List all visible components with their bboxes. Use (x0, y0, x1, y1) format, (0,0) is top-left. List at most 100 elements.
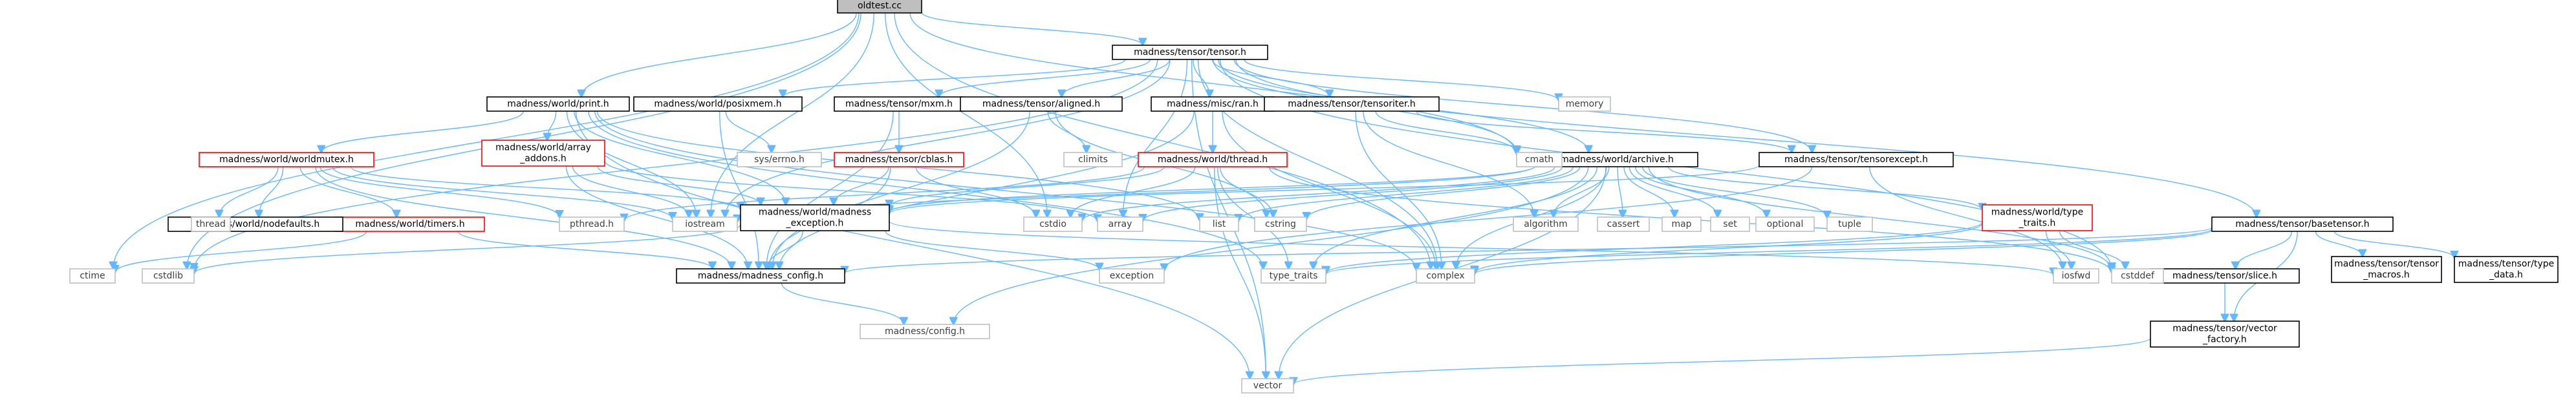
node-list: list (1199, 216, 1239, 232)
node-cstring: cstring (1254, 216, 1307, 232)
edge-madness_exception_h-to-exception (885, 230, 1099, 270)
node-label: optional (1767, 219, 1804, 229)
node-box (1264, 96, 1440, 112)
node-label: cassert (1607, 219, 1640, 229)
node-label: madness/world/madness (759, 207, 871, 218)
edge-thread_h-to-cstdio (1070, 166, 1196, 217)
edge-worldmutex_h-to-madness_config_h (315, 166, 731, 269)
node-print-h[interactable]: madness/world/print.h (486, 96, 630, 112)
edge-archive_h-to-set (1629, 166, 1718, 217)
edge-tensorexcept_h-to-exception (1164, 166, 1813, 271)
edge-oldtest-to-tensor_h (921, 12, 1143, 45)
node-box (486, 96, 630, 112)
edge-posixmem_h-to-errno_h (725, 111, 772, 153)
edge-basetensor_h-to-slice_h (2236, 231, 2293, 269)
node-worldmutex-h[interactable]: madness/world/worldmutex.h (199, 152, 374, 167)
node-label: oldtest.cc (858, 1, 902, 11)
edge-oldtest-to-cmath (909, 12, 1517, 154)
node-box (633, 96, 803, 112)
node-mxm-h[interactable]: madness/tensor/mxm.h (834, 96, 964, 112)
node-type-traits: type_traits (1261, 268, 1326, 284)
node-label: vector (1253, 381, 1283, 391)
node-cmath: cmath (1516, 152, 1563, 167)
node-label: map (1671, 219, 1691, 229)
node-tensor-h[interactable]: madness/tensor/tensor.h (1112, 45, 1268, 60)
node-tensoriter-h[interactable]: madness/tensor/tensoriter.h (1264, 96, 1440, 112)
node-box (960, 96, 1123, 112)
node-map: map (1661, 216, 1702, 232)
edge-basetensor_h-to-madness_config_h (845, 227, 2213, 273)
node-label: list (1213, 219, 1226, 229)
node-box (1759, 152, 1954, 167)
node-optional: optional (1755, 216, 1815, 232)
node-tensorexcept-h[interactable]: madness/tensor/tensorexcept.h (1759, 152, 1954, 167)
node-vector-factory-h[interactable]: madness/tensor/vector_factory.h (2150, 321, 2300, 348)
node-config-h: madness/config.h (860, 324, 990, 339)
edge-timers_h-to-madness_config_h (457, 231, 713, 269)
node-box (2454, 256, 2559, 283)
node-posixmem-h[interactable]: madness/world/posixmem.h (633, 96, 803, 112)
node-thread-h[interactable]: madness/world/thread.h (1138, 152, 1288, 167)
node-label: madness/tensor/aligned.h (982, 99, 1100, 109)
node-label: madness/world/archive.h (1560, 154, 1674, 165)
node-box (2331, 256, 2442, 283)
node-archive-h[interactable]: madness/world/archive.h (1535, 152, 1698, 167)
node-label: sys/errno.h (754, 154, 805, 165)
node-basetensor-h[interactable]: madness/tensor/basetensor.h (2211, 216, 2394, 232)
node-box (2150, 321, 2300, 348)
node-label: _macros.h (2363, 270, 2410, 280)
node-tensor-macros-h[interactable]: madness/tensor/tensor_macros.h (2331, 256, 2442, 283)
dependency-edges (113, 12, 2454, 384)
edge-tensoriter_h-to-complex (1355, 111, 1442, 269)
node-oldtest[interactable]: oldtest.cc (837, 0, 922, 14)
node-thread: thread (191, 216, 231, 232)
node-box (1416, 268, 1475, 284)
edge-tensoriter_h-to-algorithm (1363, 111, 1535, 217)
node-label: madness/world/type (1991, 207, 2083, 218)
node-array-addons-h[interactable]: madness/world/array_addons.h (481, 140, 605, 167)
node-slice-h[interactable]: madness/tensor/slice.h (2150, 268, 2300, 284)
node-label: _data.h (2489, 270, 2523, 280)
node-box (1710, 216, 1750, 232)
edge-thread_h-to-madness_exception_h (889, 166, 1165, 207)
node-complex: complex (1416, 268, 1475, 284)
node-label: madness/tensor/tensoriter.h (1288, 99, 1416, 109)
node-timers-h[interactable]: madness/world/timers.h (335, 216, 485, 232)
node-label: madness/world/worldmutex.h (219, 154, 354, 165)
node-label: madness/world/timers.h (355, 219, 464, 229)
edge-print_h-to-iostream (566, 111, 696, 217)
node-tuple: tuple (1826, 216, 1873, 232)
edge-vector_factory_h-to-vector (1293, 337, 2151, 384)
node-type-traits-h[interactable]: madness/world/type_traits.h (1982, 204, 2093, 231)
node-label: cmath (1525, 154, 1553, 165)
node-type-data-h[interactable]: madness/tensor/type_data.h (2454, 256, 2559, 283)
node-aligned-h[interactable]: madness/tensor/aligned.h (960, 96, 1123, 112)
edge-tensor_h-to-aligned_h (1062, 59, 1171, 97)
edge-archive_h-to-cstring (1306, 166, 1581, 219)
edge-archive_h-to-madness_exception_h (889, 165, 1537, 213)
node-ran-h[interactable]: madness/misc/ran.h (1151, 96, 1275, 112)
node-box (1755, 216, 1815, 232)
edge-print_h-to-array_addons_h (547, 111, 557, 140)
node-box (737, 152, 822, 167)
node-label: _traits.h (2019, 218, 2056, 229)
node-label: madness/world/array (495, 143, 591, 153)
edge-posixmem_h-to-madness_config_h (719, 111, 759, 269)
edge-tensor_h-to-memory (1244, 59, 1559, 101)
node-madness-config-h[interactable]: madness/madness_config.h (676, 268, 845, 284)
node-label: exception (1110, 271, 1154, 281)
node-label: cstdio (1039, 219, 1066, 229)
node-box (672, 216, 738, 232)
node-box (834, 152, 964, 167)
node-label: _addons.h (519, 154, 566, 164)
node-madness-exception-h[interactable]: madness/world/madness_exception.h (740, 204, 890, 231)
node-box (191, 216, 231, 232)
node-box (2111, 268, 2164, 284)
node-box (2211, 216, 2394, 232)
edge-madness_config_h-to-config_h (781, 282, 904, 324)
edge-type_traits_h-to-cstddef (2059, 230, 2125, 269)
node-cblas-h[interactable]: madness/tensor/cblas.h (834, 152, 964, 167)
edge-thread_h-to-type_traits (1217, 166, 1289, 269)
edge-worldmutex_h-to-pthread_h (319, 166, 559, 217)
